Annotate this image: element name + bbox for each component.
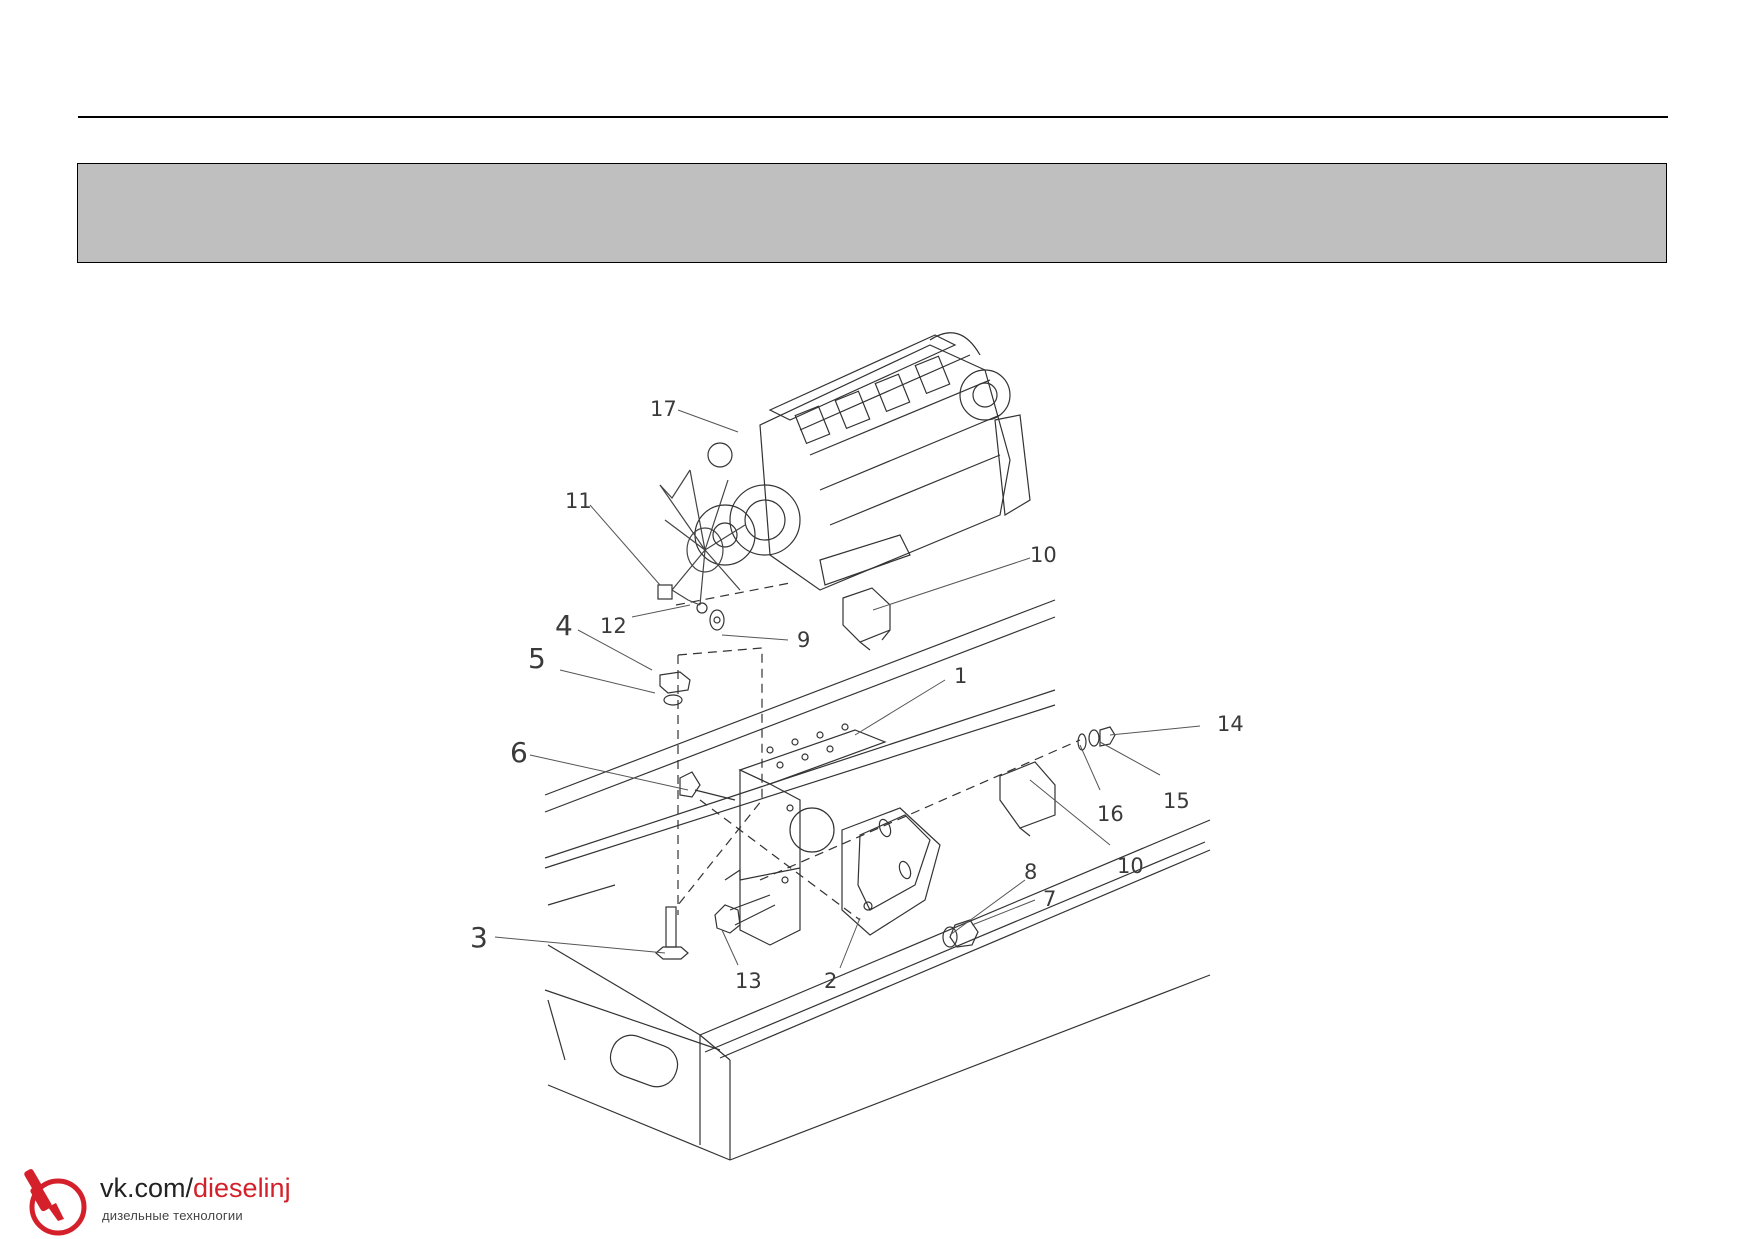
- rubber-mount-right: [999, 761, 1056, 837]
- header-band: [77, 163, 1667, 263]
- callout-9: 9: [797, 628, 810, 652]
- cooling-fan: [659, 469, 746, 606]
- watermark-tagline: дизельные технологии: [102, 1208, 243, 1223]
- callout-17: 17: [650, 397, 677, 421]
- watermark-url[interactable]: vk.com/dieselinj: [100, 1173, 291, 1204]
- callout-5: 5: [528, 642, 546, 675]
- callout-labels: 17 11 10 12 9 4 5 1 14 6 15 16 10 8 7 3 …: [470, 397, 1244, 993]
- callout-3: 3: [470, 921, 488, 954]
- watermark-url-name: dieselinj: [193, 1173, 291, 1203]
- callout-2: 2: [824, 969, 837, 993]
- engine-assembly: [659, 332, 1031, 606]
- callout-8: 8: [1024, 860, 1037, 884]
- callout-6: 6: [510, 736, 528, 769]
- callout-12: 12: [600, 614, 627, 638]
- cross-member: [547, 819, 1211, 1161]
- nut-washer-right: [1077, 726, 1116, 751]
- callout-7: 7: [1043, 887, 1056, 911]
- callout-15: 15: [1163, 789, 1190, 813]
- assembly-lines: [675, 582, 1081, 921]
- upper-fasteners: [657, 584, 725, 631]
- leader-lines: [494, 409, 1201, 969]
- callout-13: 13: [735, 969, 762, 993]
- bolt-vertical: [655, 906, 689, 960]
- frame-rail: [544, 599, 1211, 1059]
- watermark[interactable]: vk.com/dieselinj дизельные технологии: [18, 1163, 318, 1236]
- rubber-mount-left: [842, 587, 891, 651]
- callout-4: 4: [555, 609, 573, 642]
- callout-16: 16: [1097, 802, 1124, 826]
- mounting-bracket: [724, 723, 887, 946]
- bolt-horizontal: [714, 894, 776, 934]
- top-rule: [78, 116, 1668, 118]
- callout-10-top: 10: [1030, 543, 1057, 567]
- callout-1: 1: [954, 664, 967, 688]
- hex-nut-front: [942, 919, 979, 948]
- fuel-injector-icon: [24, 1169, 87, 1236]
- mount-plate: [841, 807, 941, 936]
- stud-bolt: [679, 771, 736, 801]
- hex-nut-top: [659, 671, 691, 706]
- callout-11: 11: [565, 489, 592, 513]
- callout-14: 14: [1217, 712, 1244, 736]
- watermark-url-prefix: vk.com/: [100, 1173, 194, 1203]
- callout-10-bottom: 10: [1117, 854, 1144, 878]
